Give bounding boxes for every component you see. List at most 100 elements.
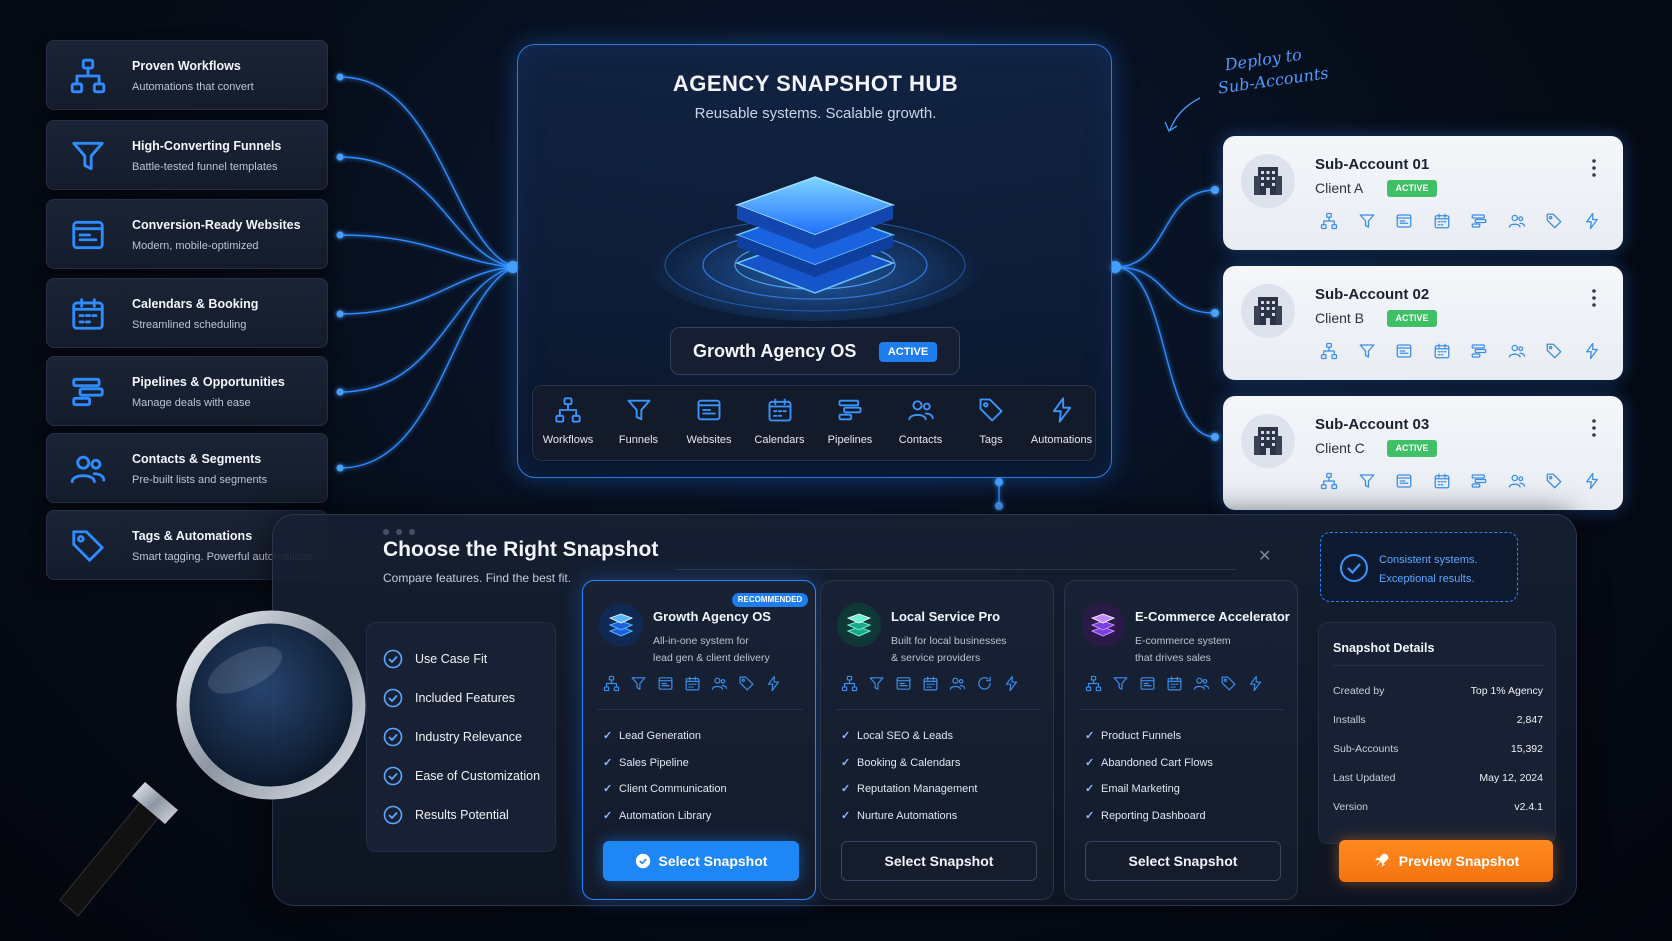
tag-icon (739, 676, 754, 691)
snapshot-feature-label: Booking & Calendars (857, 756, 961, 769)
hub-item-label: Contacts (898, 434, 943, 446)
status-badge: ACTIVE (1387, 440, 1437, 457)
avatar (1241, 414, 1295, 468)
layers-icon (846, 613, 872, 637)
feature-icon-wrap (69, 216, 109, 254)
check-circle-icon (383, 766, 403, 786)
client-name: Client C (1315, 440, 1365, 456)
criteria-label: Included Features (415, 691, 516, 705)
workflow-icon (555, 397, 581, 423)
snapshot-feature-item: ✓Reputation Management (841, 782, 977, 795)
select-snapshot-label: Select Snapshot (1128, 853, 1238, 869)
check-circle-icon (1340, 554, 1368, 582)
hub-item-calendars[interactable]: Calendars (745, 396, 815, 446)
details-value: v2.4.1 (1514, 801, 1543, 813)
more-options-icon[interactable] (1591, 158, 1597, 178)
hub-item-label: Funnels (618, 434, 659, 446)
contacts-icon (1508, 214, 1525, 228)
more-options-icon[interactable] (1591, 288, 1597, 308)
snapshot-feature-item: ✓Local SEO & Leads (841, 729, 953, 742)
select-snapshot-button[interactable]: Select Snapshot (603, 841, 799, 881)
feature-subtitle: Pre-built lists and segments (132, 474, 268, 486)
feature-title: Conversion-Ready Websites (132, 218, 301, 232)
snapshot-feature-item: ✓ Nurture Automations (841, 809, 957, 822)
snapshot-desc-line-1: Built for local businesses (891, 635, 1007, 647)
automation-icon (1249, 675, 1262, 692)
building-icon (1254, 427, 1282, 455)
check-icon: ✓ (841, 730, 851, 742)
building-icon (1254, 167, 1282, 195)
snapshot-name: Growth Agency OS (653, 609, 771, 624)
select-snapshot-label: Select Snapshot (884, 853, 994, 869)
details-value: May 12, 2024 (1479, 772, 1543, 784)
snapshot-feature-item: ✓Product Funnels (1085, 729, 1181, 742)
details-key: Last Updated (1333, 772, 1396, 784)
close-icon[interactable]: ✕ (1258, 548, 1272, 565)
hub-item-funnels[interactable]: Funnels (604, 396, 674, 446)
snapshot-feature-label: Client Communication (619, 783, 727, 795)
feature-icon-wrap (69, 450, 109, 488)
contacts-icon (711, 677, 728, 690)
funnel-icon (869, 677, 884, 690)
layers-stack-icon (645, 176, 985, 321)
hub-item-label: Tags (979, 434, 1003, 446)
hub-item-websites[interactable]: Websites (674, 396, 744, 446)
hub-item-contacts[interactable]: Contacts (886, 396, 956, 446)
select-snapshot-label: Select Snapshot (658, 853, 768, 869)
hub-item-workflows[interactable]: Workflows (533, 396, 603, 446)
details-key: Sub-Accounts (1333, 743, 1399, 755)
criteria-label: Industry Relevance (415, 730, 523, 744)
client-name: Client A (1315, 180, 1364, 196)
snapshot-feature-label: Nurture Automations (857, 809, 958, 822)
feature-icon-wrap (69, 527, 109, 565)
snapshot-hub: AGENCY SNAPSHOT HUB Reusable systems. Sc… (517, 44, 1112, 478)
workflow-icon (1320, 342, 1338, 360)
pipeline-icon (1471, 474, 1487, 488)
snapshot-feature-label: Sales Pipeline (619, 756, 689, 769)
calendar-icon (72, 298, 104, 330)
hub-item-pipelines[interactable]: Pipelines (815, 396, 885, 446)
contacts-icon (1193, 677, 1210, 690)
funnel-icon (72, 141, 104, 171)
automation-icon (1585, 472, 1598, 490)
hub-item-label: Automations (1030, 434, 1093, 446)
funnel-icon (1359, 344, 1374, 358)
snapshot-name: Local Service Pro (891, 609, 1001, 624)
hub-item-label: Pipelines (827, 434, 873, 446)
select-snapshot-button[interactable]: Select Snapshot (841, 841, 1037, 881)
active-snapshot-pill[interactable]: Growth Agency OS ACTIVE (670, 327, 960, 375)
hub-item-tags[interactable]: Tags (956, 396, 1026, 446)
funnel-icon (1359, 474, 1374, 488)
select-snapshot-button[interactable]: Select Snapshot (1085, 841, 1281, 881)
feature-title: Pipelines & Opportunities (132, 375, 285, 389)
check-icon: ✓ (603, 756, 613, 769)
panel-title: Choose the Right Snapshot (383, 538, 659, 561)
check-icon: ✓ (841, 809, 851, 822)
avatar (1241, 284, 1295, 338)
hub-item-label: Workflows (542, 434, 594, 446)
details-value: 15,392 (1510, 743, 1543, 755)
preview-snapshot-label: Preview Snapshot (1398, 853, 1520, 869)
more-options-icon[interactable] (1591, 418, 1597, 438)
feature-icon-wrap (69, 295, 109, 333)
hub-item-automations[interactable]: Automations (1027, 396, 1097, 446)
workflow-icon (603, 675, 620, 692)
preview-snapshot-button[interactable]: Preview Snapshot (1339, 840, 1553, 882)
criteria-label: Ease of Customization (415, 769, 541, 783)
snapshot-desc-line-1: All-in-one system for (653, 635, 749, 647)
